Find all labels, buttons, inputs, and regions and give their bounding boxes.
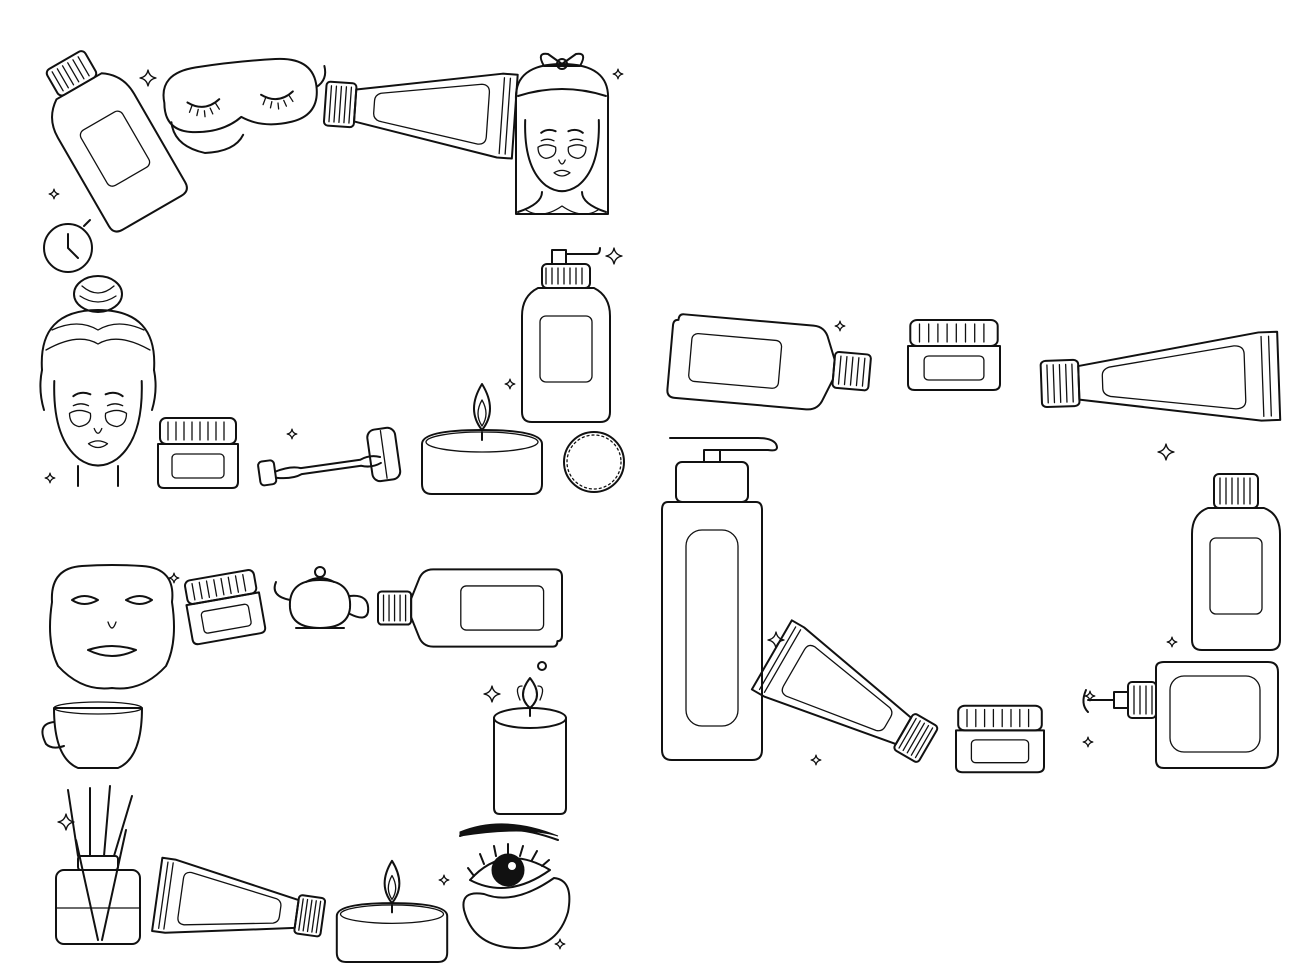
- reed-diffuser-icon: [56, 786, 140, 944]
- pillar-candle-icon: [494, 662, 566, 814]
- sparkle-icon: [286, 428, 298, 440]
- lotion-bottle-icon: [665, 312, 875, 416]
- tea-cup-icon: [42, 702, 142, 768]
- sparkle-icon: [48, 188, 60, 200]
- sparkle-icon: [554, 938, 566, 950]
- sparkle-icon: [44, 472, 56, 484]
- cream-jar-icon: [157, 417, 239, 489]
- cream-jar-icon: [906, 318, 1002, 392]
- cream-tube-icon: [1038, 330, 1282, 430]
- sparkle-icon: [1082, 736, 1094, 748]
- eye-patch-icon: [460, 824, 569, 948]
- sleep-mask-icon: [161, 53, 333, 157]
- woman-with-bun-icon: [40, 276, 155, 486]
- frame-spa-relaxation: [42, 565, 569, 963]
- sparkle-icon: [139, 69, 157, 87]
- cream-tube-icon: [750, 619, 950, 781]
- sparkle-icon: [483, 685, 501, 703]
- tealight-candle-icon: [335, 859, 449, 963]
- sparkle-icon: [612, 68, 624, 80]
- pump-bottle-icon: [522, 248, 610, 422]
- cream-jar-icon: [954, 704, 1046, 774]
- sparkle-icon: [810, 754, 822, 766]
- pump-bottle-icon: [662, 438, 777, 760]
- lotion-bottle-icon: [377, 568, 563, 648]
- cream-tube-icon: [151, 856, 329, 956]
- candle-icon: [421, 383, 543, 495]
- sparkle-icon: [504, 378, 516, 390]
- soap-dispenser-icon: [1083, 662, 1278, 768]
- cream-tube-icon: [321, 60, 519, 160]
- sparkle-icon: [438, 874, 450, 886]
- teapot-icon: [275, 567, 369, 628]
- frame-skincare-routine: [26, 38, 624, 498]
- sparkle-icon: [1166, 636, 1178, 648]
- sheet-mask-icon: [50, 565, 174, 689]
- sparkle-icon: [834, 320, 846, 332]
- woman-with-headband-icon: [516, 54, 608, 214]
- clock-icon: [44, 220, 92, 272]
- sparkle-icon: [1157, 443, 1175, 461]
- cotton-pad-icon: [564, 432, 624, 492]
- cream-jar-icon: [181, 567, 267, 646]
- frame-cosmetic-bottles: [662, 312, 1282, 781]
- sparkle-icon: [605, 247, 623, 265]
- toner-bottle-icon: [1191, 473, 1281, 651]
- sparkle-icon: [767, 631, 785, 649]
- water-bottle-icon: [26, 38, 190, 234]
- face-roller-icon: [255, 427, 401, 498]
